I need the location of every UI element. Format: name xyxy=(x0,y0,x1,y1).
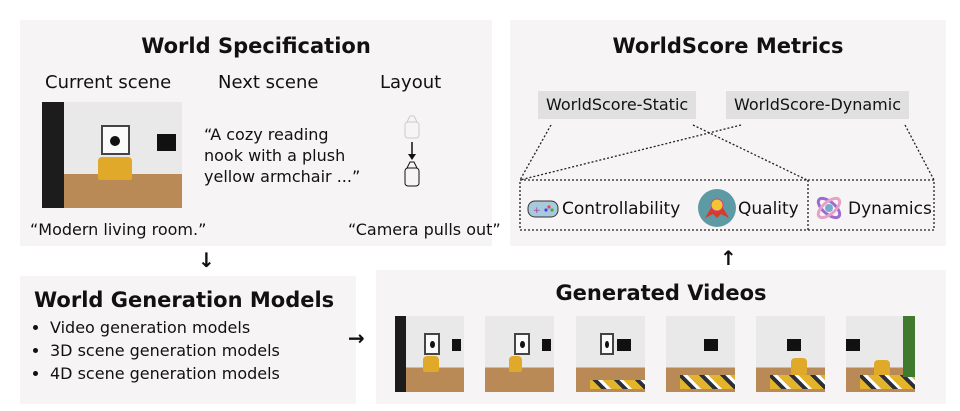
next-scene-text: “A cozy reading nook with a plush yellow… xyxy=(204,124,360,187)
world-generation-models-panel xyxy=(20,276,356,404)
video-frame-2 xyxy=(485,316,554,392)
metrics-title: WorldScore Metrics xyxy=(612,34,844,58)
orbit-icon xyxy=(816,196,842,220)
quality-label: Quality xyxy=(738,199,799,219)
worldscore-static-tag: WorldScore-Static xyxy=(538,91,697,119)
layout-label: Layout xyxy=(380,72,442,93)
video-frame-3 xyxy=(576,316,645,392)
video-frame-6 xyxy=(846,316,915,392)
camera-layout-icon xyxy=(404,115,420,187)
video-frame-5 xyxy=(756,316,825,392)
next-text-line: yellow armchair ...” xyxy=(204,167,361,186)
current-scene-image xyxy=(42,102,182,208)
current-scene-label: Current scene xyxy=(45,72,172,93)
controllability-label: Controllability xyxy=(562,199,681,219)
next-scene-label: Next scene xyxy=(218,72,319,93)
video-frame-4 xyxy=(666,316,735,392)
model-item: 3D scene generation models xyxy=(50,339,280,362)
up-arrow: ↑ xyxy=(720,246,737,270)
model-item: 4D scene generation models xyxy=(50,362,280,385)
metric-connectors xyxy=(519,124,935,231)
next-text-line: “A cozy reading xyxy=(204,125,329,144)
layout-caption: “Camera pulls out” xyxy=(348,220,501,239)
spec-title: World Specification xyxy=(141,34,371,58)
svg-text:+: + xyxy=(533,206,541,216)
worldscore-dynamic-tag: WorldScore-Dynamic xyxy=(726,91,909,119)
videos-title: Generated Videos xyxy=(555,281,767,305)
models-title: World Generation Models xyxy=(34,288,335,312)
down-arrow: ↓ xyxy=(198,248,215,272)
medal-icon xyxy=(698,189,736,227)
models-list: Video generation models 3D scene generat… xyxy=(32,316,280,385)
next-text-line: nook with a plush xyxy=(204,146,346,165)
current-scene-caption: “Modern living room.” xyxy=(30,220,207,239)
right-arrow: → xyxy=(348,326,365,350)
video-frame-1 xyxy=(395,316,464,392)
model-item: Video generation models xyxy=(50,316,280,339)
dynamics-label: Dynamics xyxy=(848,199,932,219)
gamepad-icon: + xyxy=(527,200,559,218)
